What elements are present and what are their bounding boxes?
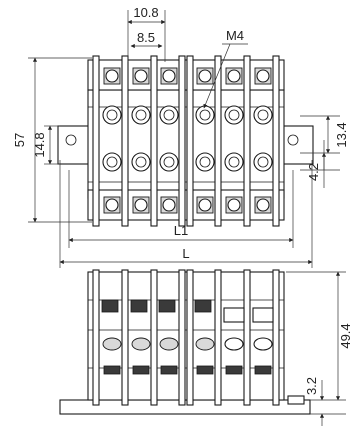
main-body — [87, 89, 285, 199]
bottom-row-screws — [103, 196, 272, 214]
dim-offset-right-label: 4.2 — [306, 163, 321, 181]
dim-mount-right-label: 13.4 — [334, 122, 349, 147]
dim-side-base-label: 3.2 — [304, 377, 319, 395]
left-mount-hole — [65, 134, 77, 146]
top-view — [57, 55, 314, 227]
side-upper-screws — [101, 299, 274, 323]
right-mounting-ear — [282, 125, 314, 165]
upper-middle-screws — [102, 105, 273, 125]
lower-middle-screws — [102, 152, 273, 172]
top-terminal-strip — [87, 59, 285, 91]
side-view — [59, 269, 311, 415]
dim-length-total-label: L — [182, 246, 189, 261]
dimension-lines-side — [286, 271, 346, 426]
top-row-screws — [103, 67, 272, 85]
bottom-terminal-strip — [87, 189, 285, 221]
dim-screw-label: M4 — [226, 28, 244, 43]
right-mount-hole — [287, 134, 299, 146]
side-lower-screws — [102, 337, 273, 375]
dim-pitch-outer-label: 10.8 — [133, 5, 158, 20]
dim-pitch-inner-label: 8.5 — [137, 30, 155, 45]
dim-side-height-label: 49.4 — [338, 323, 353, 348]
dim-height-total-label: 57 — [12, 133, 27, 147]
dim-length-inner-label: L1 — [174, 223, 188, 238]
side-barriers — [92, 269, 280, 406]
dimension-lines-top — [28, 10, 340, 268]
barriers — [92, 55, 280, 227]
dim-height-mount-label: 14.8 — [32, 132, 47, 157]
left-mounting-ear — [57, 125, 91, 165]
side-body — [87, 271, 285, 401]
